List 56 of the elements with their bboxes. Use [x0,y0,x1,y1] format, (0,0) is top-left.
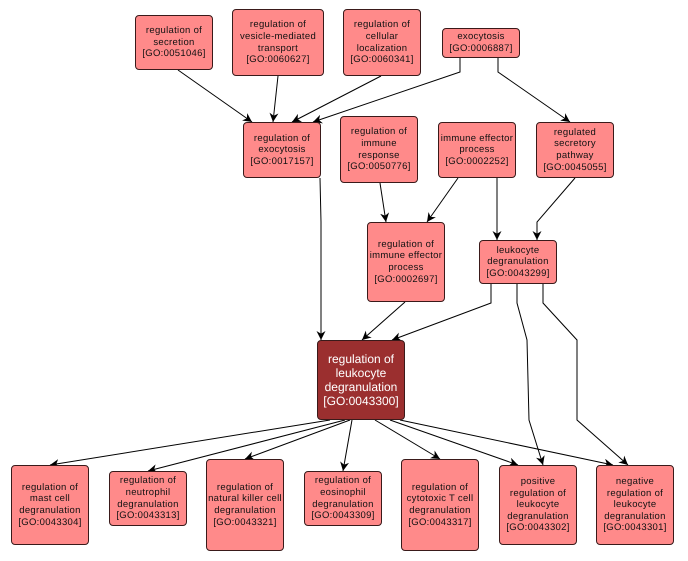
term-box [232,9,324,76]
term-label: negative regulation of leukocyte degranulation [GO:0043301] [602,476,668,534]
arrow [400,420,614,468]
arrow [516,284,545,466]
arrow [178,70,252,122]
arrow [270,76,278,122]
term-box [109,471,187,526]
term-box [442,28,520,58]
term-box [438,122,516,178]
arrow [374,420,440,460]
term-label: regulated secretory pathway [GO:0045055] [542,126,608,174]
term-label: regulation of cellular localization [GO:0060341] [349,19,415,66]
term-label: regulation of natural killer cell degranulation [GO:0043321] [207,482,283,528]
term-label: regulation of exocytosis [GO:0017157] [249,132,315,168]
term-label: positive regulation of leukocyte degranulation [GO:0043302] [505,476,571,534]
term-box [479,240,557,284]
arrow [380,182,390,222]
arrow [426,178,458,222]
term-label: regulation of cytotoxic T cell degranulation [GO:0043317] [406,482,474,528]
arrow [316,178,326,340]
term-label: regulation of eosinophil degranulation [GO:0043309] [310,475,376,522]
term-label: regulation of leukocyte degranulation [GO:0043300] [322,352,400,408]
term-label: regulation of secretion [GO:0051046] [141,25,207,60]
term-box [401,459,479,551]
arrow [312,58,460,124]
term-label: regulation of immune effector process [GO:0002697] [368,238,444,286]
term-box [536,122,614,178]
term-box [304,471,382,526]
arrow [340,420,352,472]
term-box [596,465,674,545]
term-box [11,465,89,545]
term-label: regulation of neutrophil degranulation [GO:0043313] [115,475,181,522]
term-label: regulation of vesicle-mediated transport [GO:0060627] [238,19,318,66]
arrow [244,420,350,460]
term-label: immune effector process [GO:0002252] [440,132,514,168]
term-box [367,222,445,302]
term-label: regulation of immune response [GO:0050776] [346,126,412,173]
highlighted-term-box [317,340,405,420]
term-label: exocytosis [GO:0006887] [448,31,514,55]
term-box [343,9,421,76]
term-box [499,465,577,545]
arrow [498,58,570,122]
term-box [340,116,418,183]
term-box [243,122,321,178]
term-box [135,15,213,70]
arrow [362,302,406,340]
arrow [392,284,492,342]
arrow [292,76,382,122]
term-label: regulation of mast cell degranulation [GO:0043304] [17,482,83,528]
arrow [390,420,518,466]
arrow [492,178,502,240]
arrow [542,284,628,466]
term-label: leukocyte degranulation [GO:0043299] [485,244,551,280]
term-box [206,459,284,551]
arrow [532,178,576,240]
arrow [148,420,346,474]
